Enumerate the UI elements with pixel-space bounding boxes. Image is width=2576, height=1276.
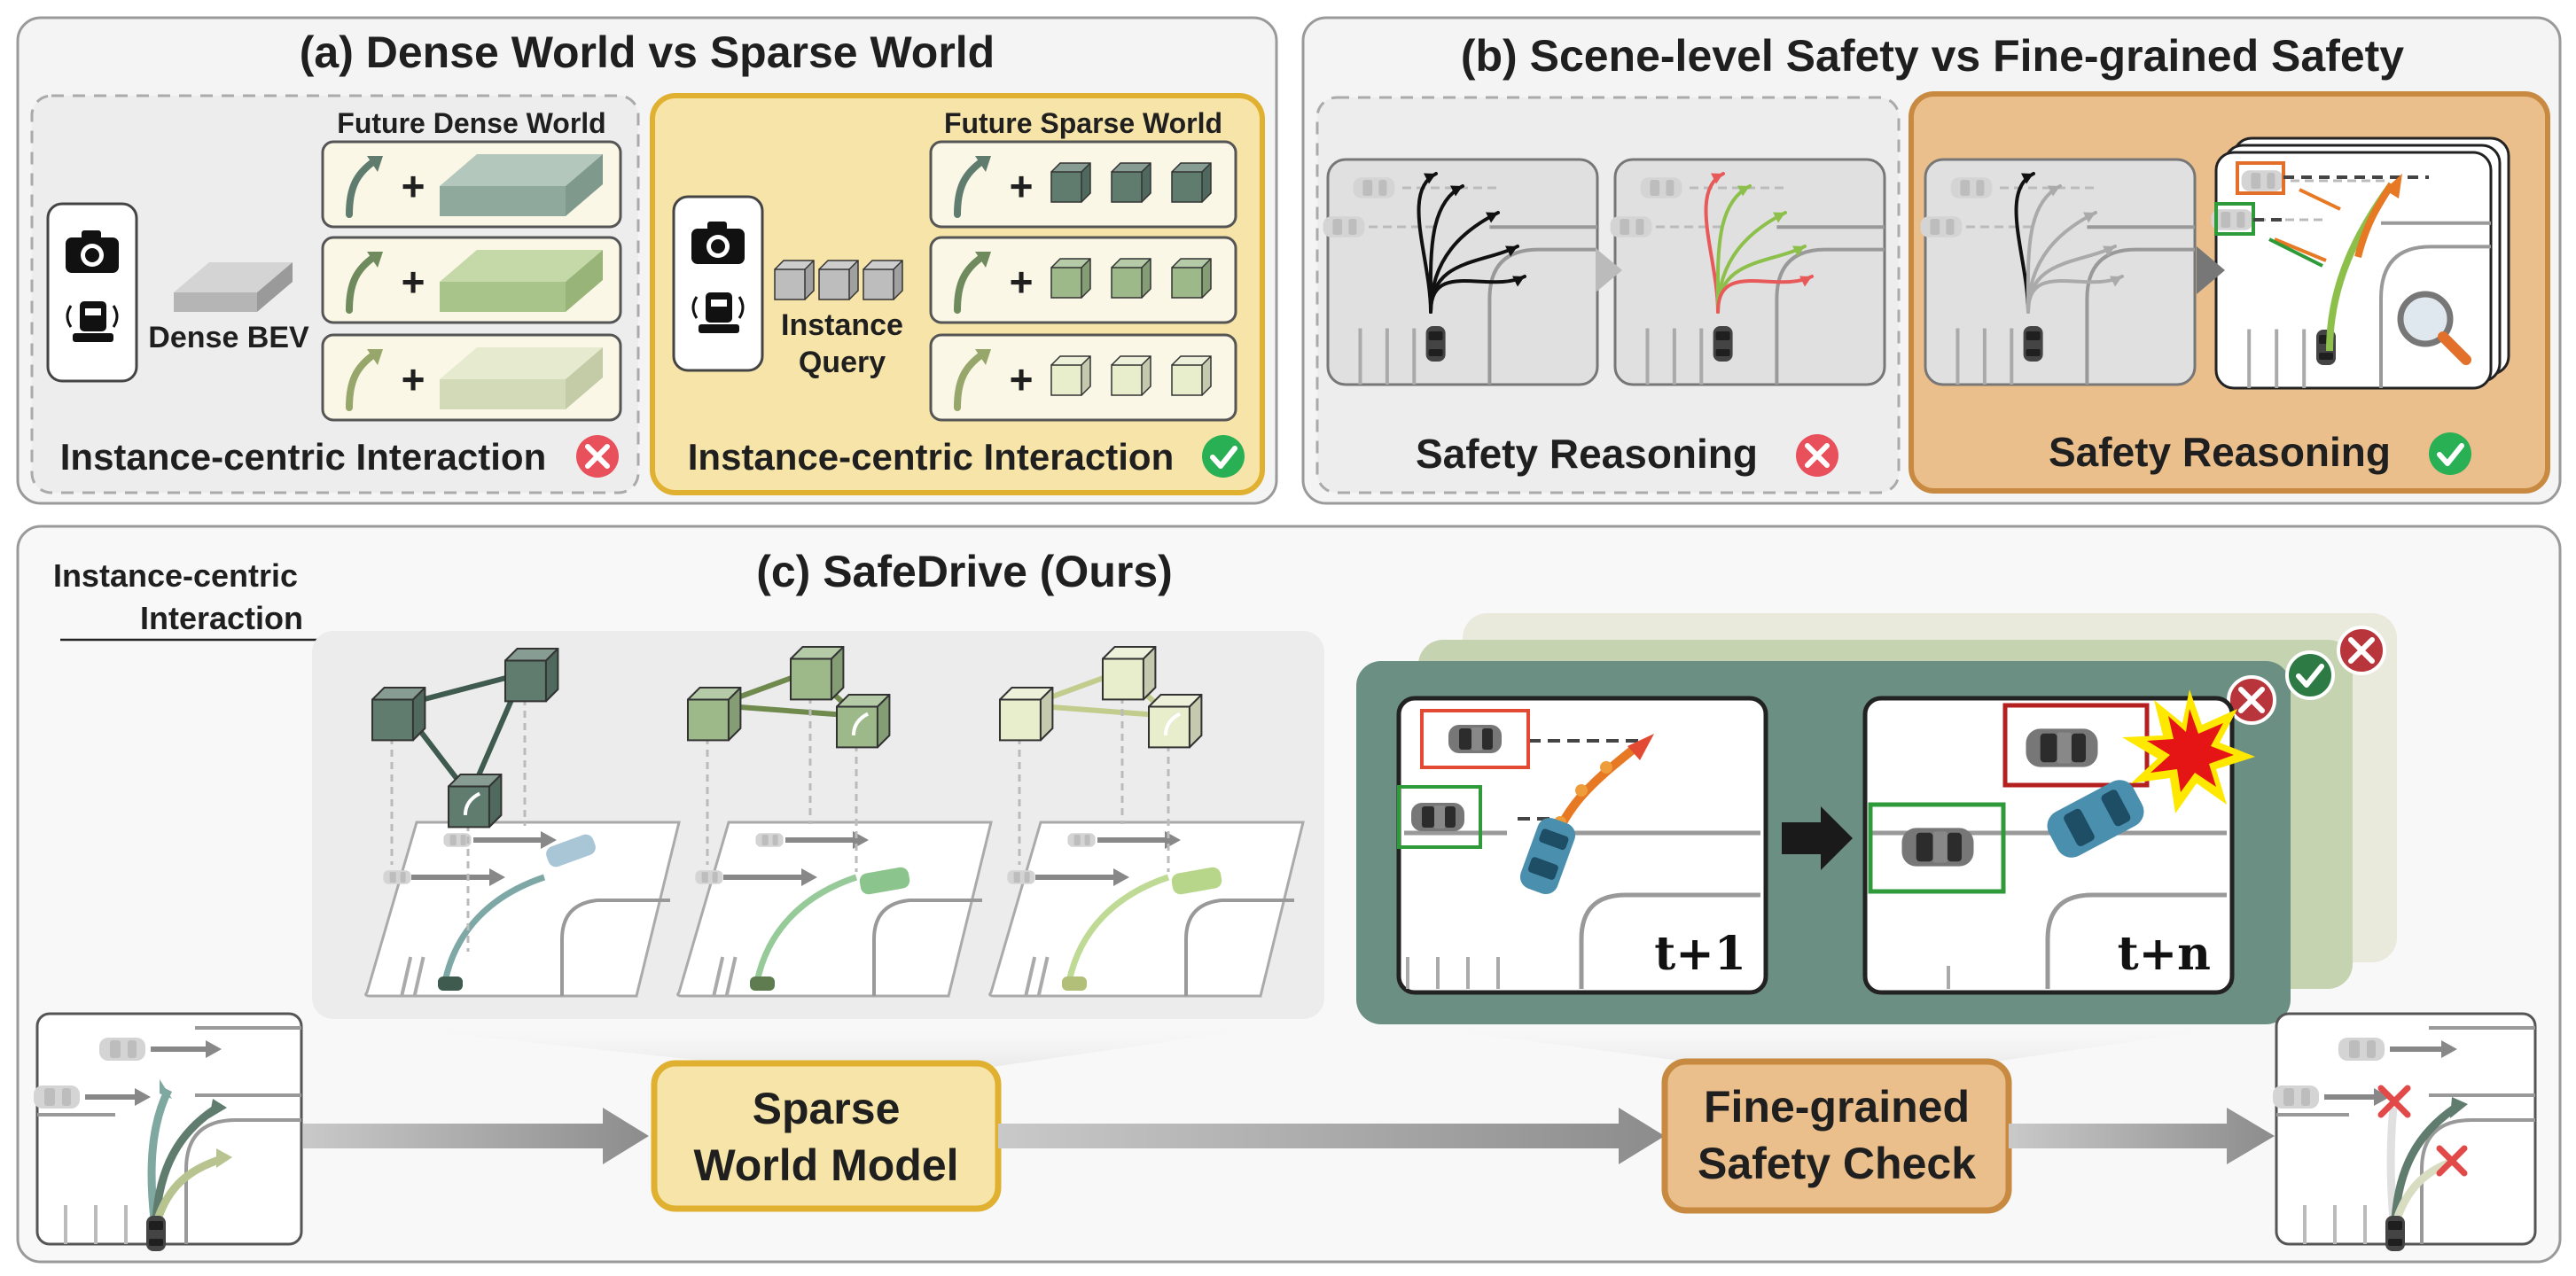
dense-bev-slab-future	[440, 250, 603, 312]
instance-interaction-triplet	[676, 645, 993, 998]
instance-cube	[1050, 355, 1091, 396]
dense-interaction-label: Instance-centric Interaction	[60, 436, 546, 478]
fine-grained-map-2	[2211, 136, 2510, 390]
lidar-icon-2	[691, 292, 745, 333]
fine-safety-label: Safety Reasoning	[2049, 429, 2391, 475]
trajectory-icon	[954, 156, 991, 218]
fine-check-icon	[2429, 432, 2471, 475]
instance-cube	[1050, 162, 1091, 203]
frame-tn: t+n	[1862, 689, 2255, 995]
panel-c-title: (c) SafeDrive (Ours)	[756, 547, 1173, 596]
plus-sign: +	[1010, 356, 1034, 402]
sparse-check-icon	[1202, 435, 1245, 478]
pipeline-arrow-2	[998, 1108, 1665, 1164]
dense-bev-slab-future	[440, 154, 603, 216]
plus-sign: +	[1010, 163, 1034, 209]
interaction-cube	[371, 686, 426, 742]
future-dense-world-label: Future Dense World	[337, 107, 605, 139]
card-back-2-cross-icon	[2337, 626, 2386, 675]
plus-sign: +	[402, 163, 425, 209]
input-scene	[34, 1012, 303, 1251]
interaction-cube	[998, 686, 1054, 742]
interaction-cube	[503, 647, 559, 703]
camera-icon-2	[691, 222, 745, 264]
frame-t1: t+1	[1396, 696, 1768, 995]
interaction-cube	[686, 686, 742, 742]
dense-cross-icon	[576, 435, 619, 478]
camera-icon	[66, 230, 119, 273]
annotation-line1: Instance-centric	[53, 557, 298, 594]
future-sparse-world-label: Future Sparse World	[944, 107, 1222, 139]
sparse-fan	[312, 1019, 1324, 1067]
card-front-cross-icon	[2227, 675, 2276, 725]
trajectory-icon	[346, 156, 383, 218]
interaction-cube	[789, 645, 845, 701]
scene-cross-icon	[1796, 434, 1838, 477]
magnifier-icon	[2397, 291, 2471, 365]
dense-bev-slab	[174, 262, 293, 312]
output-scene	[2273, 1012, 2537, 1251]
trajectory-icon	[954, 252, 991, 314]
scene-level-map-1	[1323, 158, 1599, 386]
trajectory-icon	[346, 252, 383, 314]
panel-b-title: (b) Scene-level Safety vs Fine-grained S…	[1461, 31, 2404, 81]
trajectory-icon	[346, 349, 383, 411]
safety-check-line2: Safety Check	[1698, 1139, 1976, 1188]
sparse-interaction-label: Instance-centric Interaction	[688, 436, 1174, 478]
instance-query-label-1: Instance	[781, 308, 903, 342]
frame-t1-label: t+1	[1654, 927, 1746, 981]
dense-bev-label: Dense BEV	[148, 321, 309, 354]
fine-grained-map-1	[1920, 158, 2197, 386]
instance-query-label-2: Query	[799, 346, 886, 379]
scene-level-map-2	[1610, 158, 1886, 386]
interaction-cube	[1101, 645, 1157, 701]
instance-interaction-triplet	[364, 647, 681, 998]
instance-interaction-triplet	[988, 645, 1305, 998]
pipeline-arrow-3	[2009, 1108, 2275, 1164]
interaction-cube	[835, 693, 891, 749]
instance-cube	[1050, 258, 1091, 299]
instance-query-cubes	[774, 260, 903, 300]
instance-cube	[1111, 355, 1151, 396]
sparse-world-model-line2: World Model	[693, 1140, 958, 1190]
trajectory-icon	[954, 349, 991, 411]
scene-arrow-2	[2197, 246, 2225, 294]
instance-cube	[1111, 162, 1151, 203]
plus-sign: +	[402, 259, 425, 305]
plus-sign: +	[1010, 259, 1034, 305]
scene-arrow-1	[1596, 248, 1622, 292]
frame-transition-arrow	[1782, 806, 1853, 870]
interaction-cube	[447, 773, 503, 829]
pipeline-arrow-1	[303, 1108, 649, 1164]
plus-sign: +	[402, 356, 425, 402]
instance-cube	[1171, 258, 1212, 299]
card-back-1-check-icon	[2285, 650, 2335, 700]
safety-check-line1: Fine-grained	[1704, 1082, 1970, 1132]
check-fan	[1358, 1019, 2287, 1067]
lidar-icon	[66, 301, 119, 342]
sparse-world-model-line1: Sparse	[753, 1084, 901, 1133]
instance-cube	[1171, 162, 1212, 203]
annotation-line2: Interaction	[140, 600, 303, 636]
dense-bev-slab-future	[440, 347, 603, 409]
frame-tn-label: t+n	[2118, 927, 2211, 981]
instance-cube	[1111, 258, 1151, 299]
panel-a-title: (a) Dense World vs Sparse World	[300, 27, 995, 77]
interaction-cube	[1147, 693, 1203, 749]
scene-safety-label: Safety Reasoning	[1416, 431, 1758, 477]
instance-cube	[1171, 355, 1212, 396]
